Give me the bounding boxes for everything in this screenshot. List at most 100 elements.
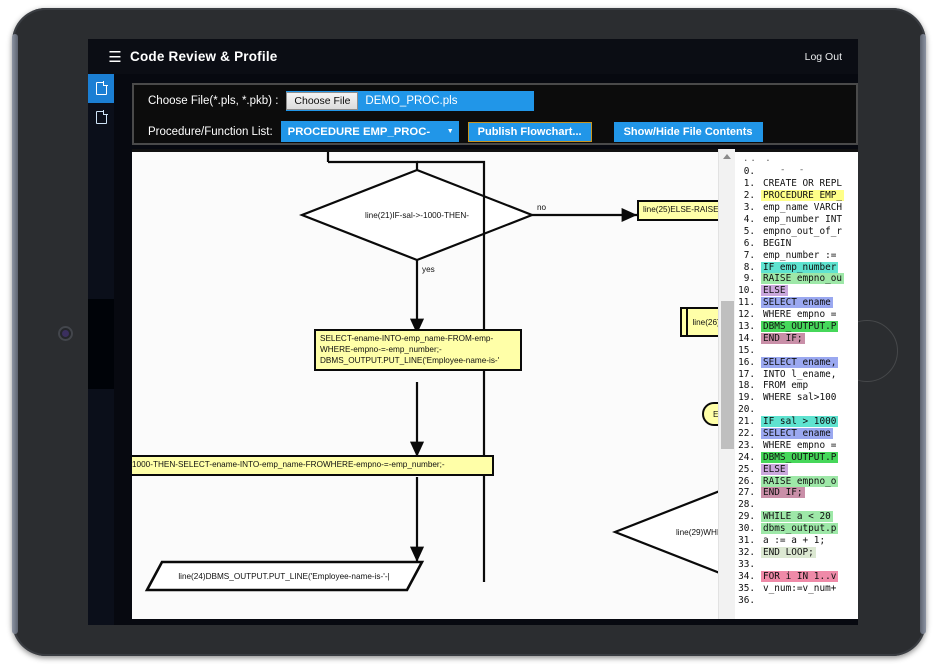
file-chooser-row: Choose File(*.pls, *.pkb) : Choose File … — [134, 85, 856, 116]
flowchart-scrollbar[interactable] — [718, 149, 735, 619]
process-node-select-ename[interactable]: SELECT-ename-INTO-emp_name-FROM-emp- WHE… — [314, 329, 522, 372]
procedure-select[interactable]: PROCEDURE EMP_PROC- ▼ — [280, 121, 459, 142]
flowchart-canvas[interactable]: line(21)IF-sal->-1000-THEN- line(29)WHIL… — [132, 149, 718, 619]
code-line-text: PROCEDURE EMP_ — [761, 190, 845, 202]
code-line: 13.DBMS_OUTPUT.P — [735, 321, 858, 333]
hamburger-icon[interactable]: ☰ — [108, 48, 122, 66]
code-line-number: 9. — [743, 273, 755, 285]
code-line: 22.SELECT ename — [735, 428, 858, 440]
code-line-number: 26. — [738, 475, 755, 487]
code-line: 32. END LOOP; — [735, 546, 858, 559]
code-line-number: 28. — [738, 499, 755, 511]
code-line: 5.empno_out_of_r — [735, 225, 858, 237]
code-line-number: 14. — [738, 332, 755, 344]
code-line-number: 25. — [738, 463, 755, 475]
decision-2-text: line(29)WHILE-a-<-20-LOOP- — [676, 528, 718, 537]
code-line-text: INTO l_ename, — [763, 368, 837, 380]
code-line: 31.a := a + 1; — [735, 535, 858, 547]
code-line-number: 17. — [738, 368, 755, 380]
code-line-number: 10. — [738, 285, 755, 297]
process-node-wide-select[interactable]: 1000-THEN-SELECT-ename-INTO-emp_name-FRO… — [132, 455, 494, 476]
code-line: 35. v_num:=v_num+ — [735, 582, 858, 594]
code-line-number: 36. — [738, 594, 755, 606]
code-line-text: emp_name VARCH — [763, 202, 843, 214]
code-dots-top: .. . — [743, 154, 773, 164]
device-right-edge — [920, 34, 926, 634]
logout-link[interactable]: Log Out — [804, 50, 842, 63]
code-line-text: ELSE — [761, 463, 788, 475]
code-line-text: WHERE empno = — [763, 309, 837, 321]
code-line-number: 32. — [738, 546, 755, 558]
code-line: 28. — [735, 499, 858, 511]
code-line: 36. — [735, 594, 858, 606]
file-input[interactable]: Choose File DEMO_PROC.pls — [286, 90, 535, 111]
code-line-number: 35. — [738, 582, 755, 594]
code-line-number: 23. — [738, 439, 755, 451]
code-line: 23.WHERE empno = — [735, 439, 858, 451]
scrollbar-thumb[interactable] — [721, 301, 734, 449]
device-left-edge — [12, 34, 18, 634]
code-line-number: 27. — [738, 487, 755, 499]
code-line-number: 29. — [738, 511, 755, 523]
toolbar: Choose File(*.pls, *.pkb) : Choose File … — [132, 83, 858, 145]
choose-file-button[interactable]: Choose File — [286, 91, 359, 110]
process-line-3: DBMS_OUTPUT.PUT_LINE('Employee-name-is-' — [320, 355, 500, 365]
code-line: 29.WHILE a < 20 — [735, 511, 858, 523]
app-header: ☰ Code Review & Profile Log Out — [88, 39, 858, 74]
code-line-number: 12. — [738, 309, 755, 321]
code-line-number: 31. — [738, 535, 755, 547]
code-line-text: END LOOP; — [761, 546, 816, 558]
code-line-number: 16. — [738, 356, 755, 368]
code-line-text: emp_number INT — [763, 214, 843, 225]
code-line-text: CREATE OR REPL — [763, 178, 843, 190]
io-node-text: line(24)DBMS_OUTPUT.PUT_LINE('Employee-n… — [178, 572, 389, 581]
code-line: 0. — [735, 166, 858, 178]
show-hide-file-contents-button[interactable]: Show/Hide File Contents — [613, 121, 763, 142]
code-line-text: v_num:=v_num+ — [763, 582, 837, 594]
code-line: 15. — [735, 344, 858, 356]
code-line: 6.BEGIN — [735, 237, 858, 249]
code-line-text: SELECT ename, — [761, 356, 839, 368]
code-line: 25. ELSE — [735, 463, 858, 475]
code-line-text: IF emp_number — [761, 261, 839, 273]
code-line-number: 11. — [738, 297, 755, 309]
code-line-number: 0. — [743, 166, 755, 178]
code-line: 18. FROM emp — [735, 380, 858, 392]
code-line: 20. — [735, 404, 858, 416]
code-line-number: 18. — [738, 380, 755, 392]
code-line: 10.ELSE — [735, 285, 858, 297]
front-camera-icon — [58, 326, 73, 341]
document-icon — [95, 110, 108, 124]
process-node-else-raise[interactable]: line(25)ELSE-RAISE-empno_out_of_r — [637, 200, 718, 221]
procedure-select-value: PROCEDURE EMP_PROC- — [287, 125, 431, 138]
workspace: line(21)IF-sal->-1000-THEN- line(29)WHIL… — [132, 149, 858, 619]
code-line-text: BEGIN — [763, 237, 792, 249]
code-line-number: 21. — [738, 416, 755, 428]
code-line-number: 4. — [743, 214, 755, 225]
code-line: 3. emp_name VARCH — [735, 202, 858, 214]
process-line-2: WHERE-empno-=-emp_number;- — [320, 344, 442, 354]
code-line-number: 24. — [738, 451, 755, 463]
main-content: Choose File(*.pls, *.pkb) : Choose File … — [114, 74, 858, 625]
scroll-up-arrow-icon[interactable] — [723, 154, 731, 159]
code-line: 30.dbms_output.p — [735, 523, 858, 535]
code-line-number: 33. — [738, 558, 755, 570]
predefined-process-node-raise[interactable]: line(26)RAISE-empn — [680, 307, 718, 337]
code-line-number: 3. — [743, 202, 755, 214]
code-line-text: RAISE empno_ou — [761, 273, 845, 285]
code-line-text: FROM emp — [763, 380, 809, 392]
sidebar-item-document-1[interactable] — [88, 74, 114, 103]
code-line-text: FOR i IN 1..v — [761, 570, 839, 582]
sidebar-item-document-2[interactable] — [88, 103, 114, 132]
terminator-node-exception[interactable]: Exception — [702, 402, 718, 426]
code-line-text: WHERE sal>100 — [763, 392, 837, 404]
code-line-text: DBMS_OUTPUT.P — [761, 321, 839, 333]
code-line: 9. RAISE empno_ou — [735, 273, 858, 285]
code-line-text: END IF; — [761, 487, 805, 499]
code-line: 16. SELECT ename, — [735, 356, 858, 368]
code-line-text: empno_out_of_r — [763, 225, 843, 237]
code-line-text: dbms_output.p — [761, 523, 839, 535]
code-line: 17. INTO l_ename, — [735, 368, 858, 380]
publish-flowchart-button[interactable]: Publish Flowchart... — [467, 121, 592, 142]
